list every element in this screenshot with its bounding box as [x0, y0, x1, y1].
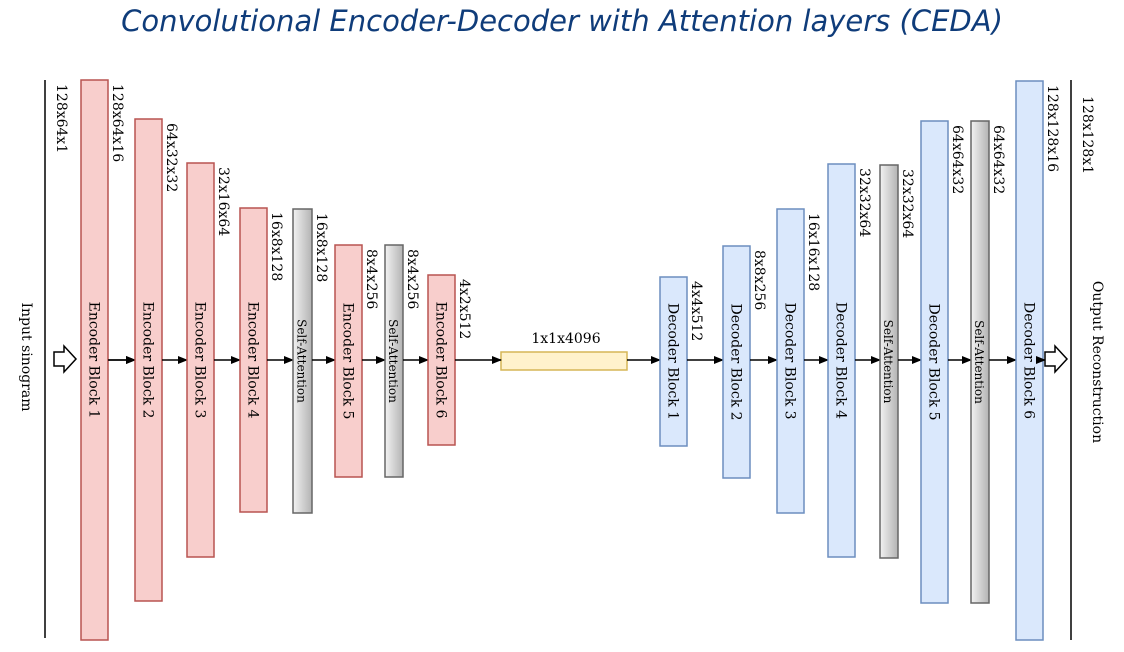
output-dim: 128x128x1	[1079, 96, 1095, 174]
block-label: Encoder Block 1	[86, 302, 102, 419]
block-dim-label: 4x2x512	[456, 279, 472, 339]
block-label: Encoder Block 2	[140, 302, 156, 419]
input-label: Input sinogram	[18, 303, 34, 412]
block-dim-label: 64x64x32	[949, 125, 965, 194]
block-label: Encoder Block 6	[433, 302, 449, 419]
block-dim-label: 16x8x128	[268, 212, 284, 281]
input-dim: 128x64x1	[53, 84, 69, 153]
block-label: Self-Attention	[881, 320, 895, 404]
block-dim-label: 128x128x16	[1044, 85, 1060, 172]
block-dim-label: 16x8x128	[313, 213, 329, 282]
decoder-block	[659, 276, 688, 447]
block-label: Encoder Block 5	[340, 303, 356, 420]
block-label: Decoder Block 6	[1021, 302, 1037, 419]
block-label: Decoder Block 4	[833, 302, 849, 419]
block-label: Self-Attention	[972, 320, 986, 404]
decoder-block	[920, 120, 949, 604]
block-dim-label: 4x4x512	[688, 281, 704, 341]
block-label: Self-Attention	[386, 319, 400, 403]
encoder-block	[80, 79, 109, 641]
block-label: Self-Attention	[295, 319, 309, 403]
attention-block	[384, 244, 404, 478]
block-dim-label: 16x16x128	[805, 213, 821, 291]
block-label: Decoder Block 5	[926, 303, 942, 420]
encoder-block	[427, 274, 456, 446]
block-label: Decoder Block 2	[728, 303, 744, 420]
block-label: Encoder Block 3	[192, 302, 208, 419]
block-dim-label: 32x16x64	[215, 167, 231, 236]
block-label: Encoder Block 4	[245, 302, 261, 419]
block-dim-label: 32x32x64	[856, 168, 872, 237]
block-dim-label: 8x8x256	[751, 250, 767, 310]
output-label: Output Reconstruction	[1089, 281, 1105, 443]
block-dim-label: 128x64x16	[109, 84, 125, 162]
attention-block	[970, 120, 990, 604]
block-label: Decoder Block 3	[782, 302, 798, 419]
bottleneck-label: 1x1x4096	[531, 331, 600, 347]
decoder-block	[776, 208, 805, 514]
diagram-title: Convolutional Encoder-Decoder with Atten…	[121, 4, 1003, 38]
block-dim-label: 8x4x256	[363, 249, 379, 309]
block-dim-label: 64x64x32	[990, 125, 1006, 194]
block-dim-label: 64x32x32	[163, 123, 179, 192]
bottleneck-block	[500, 351, 628, 371]
encoder-block	[134, 118, 163, 602]
block-dim-label: 8x4x256	[404, 249, 420, 309]
encoder-block	[239, 207, 268, 513]
output-arrow-icon	[1044, 344, 1069, 374]
input-arrow-icon	[53, 344, 78, 374]
decoder-block	[722, 245, 751, 479]
attention-block	[879, 164, 899, 559]
encoder-block	[334, 244, 363, 478]
decoder-block	[827, 163, 856, 558]
block-label: Decoder Block 1	[665, 303, 681, 420]
attention-block	[292, 208, 313, 514]
block-dim-label: 32x32x64	[899, 169, 915, 238]
